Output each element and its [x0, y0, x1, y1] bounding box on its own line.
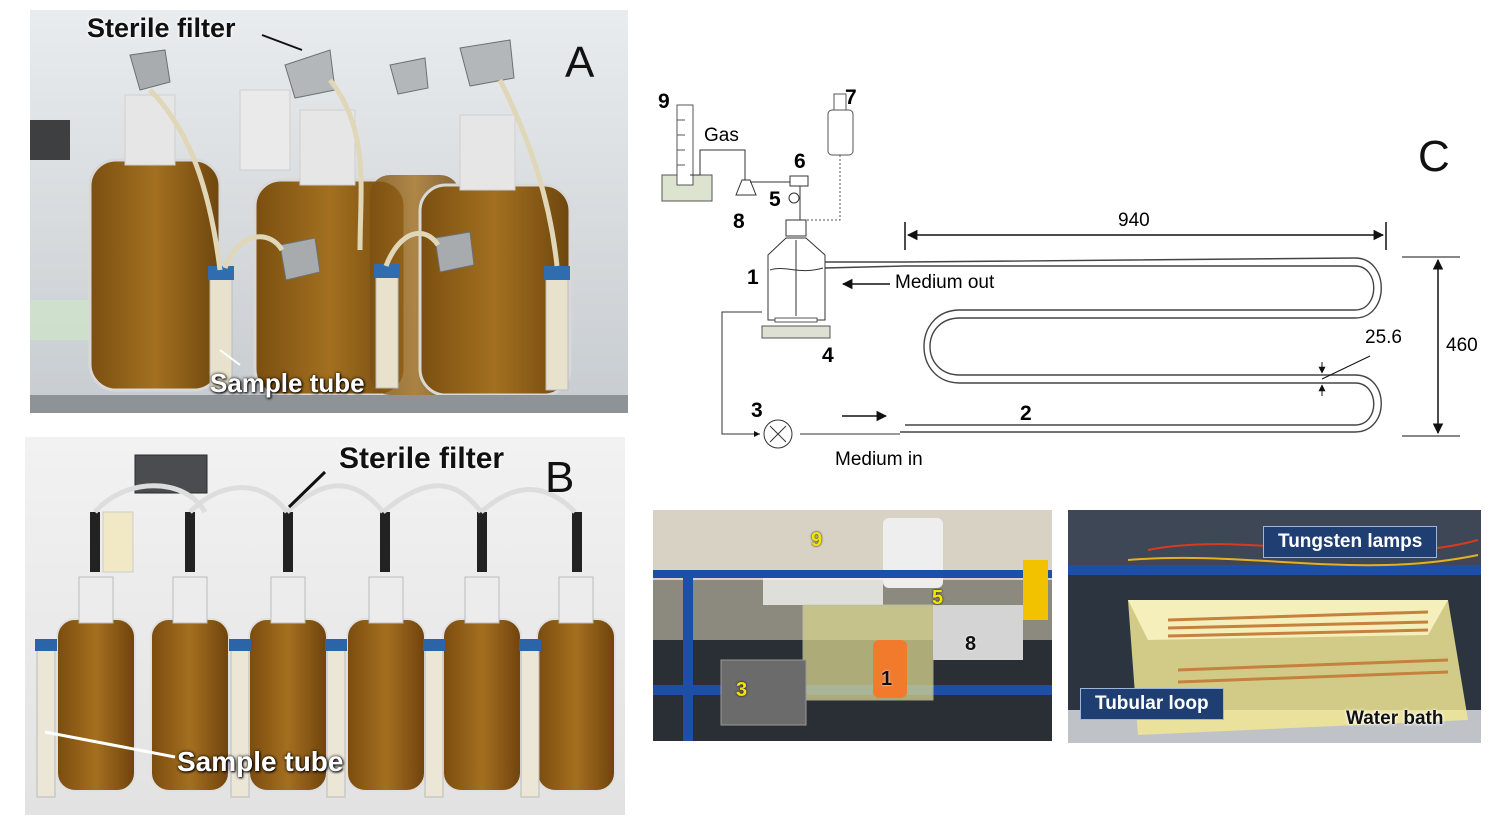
component-1-label: 1: [747, 266, 759, 289]
sterile-filter-label-b: Sterile filter: [339, 442, 505, 475]
tubular-loop: [824, 257, 1382, 433]
component-6-label: 6: [794, 150, 806, 173]
setup-num-1: 1: [881, 668, 893, 690]
dimension-height-label: 460: [1446, 335, 1478, 356]
panel-a-illustration: [30, 10, 628, 413]
panel-a-photo: Sterile filter Sample tube A: [30, 10, 628, 413]
panel-c-diagram: C Gas Medium out Medium in 940 460 25.6 …: [650, 80, 1500, 480]
component-5-label: 5: [769, 188, 781, 211]
setup-num-8: 8: [965, 633, 977, 655]
setup-num-9: 9: [811, 529, 823, 551]
setup-num-3: 3: [736, 679, 748, 701]
lamp-setup-photo: Tungsten lamps Tubular loop Water bath: [1068, 510, 1481, 743]
tubular-loop-label: Tubular loop: [1080, 688, 1224, 720]
component-9-label: 9: [658, 90, 670, 113]
panel-letter-b: B: [545, 453, 575, 502]
setup-photo: 9 5 8 3 1: [653, 510, 1052, 741]
panel-b-illustration: [25, 437, 625, 815]
reactor-bottle: [761, 219, 831, 339]
bottle-group-b: [56, 576, 616, 792]
dimension-length-label: 940: [1118, 210, 1150, 231]
sample-tube-label-a: Sample tube: [210, 368, 365, 398]
setup-num-5: 5: [932, 587, 944, 609]
medium-out-label: Medium out: [895, 272, 995, 293]
bottle-group-a: [88, 89, 572, 397]
water-bath-label: Water bath: [1346, 708, 1444, 729]
panel-letter-c: C: [1418, 132, 1450, 181]
gas-label: Gas: [704, 125, 739, 146]
panel-letter-a: A: [565, 38, 595, 87]
component-7-label: 7: [845, 86, 857, 109]
schematic-svg: [661, 93, 1460, 449]
sample-tube-label-b: Sample tube: [177, 746, 344, 777]
component-8-label: 8: [733, 210, 745, 233]
gas-measuring-cylinder: [661, 104, 713, 202]
panel-b-photo: Sterile filter Sample tube B: [25, 437, 625, 815]
setup-photo-illustration: [653, 510, 1052, 741]
component-2-label: 2: [1020, 402, 1032, 425]
tungsten-lamps-label: Tungsten lamps: [1263, 526, 1438, 558]
sterile-filter-label-a: Sterile filter: [87, 13, 236, 43]
component-4-label: 4: [822, 344, 834, 367]
dimension-diameter-label: 25.6: [1365, 327, 1402, 348]
component-3-label: 3: [751, 399, 763, 422]
medium-in-label: Medium in: [835, 449, 923, 470]
